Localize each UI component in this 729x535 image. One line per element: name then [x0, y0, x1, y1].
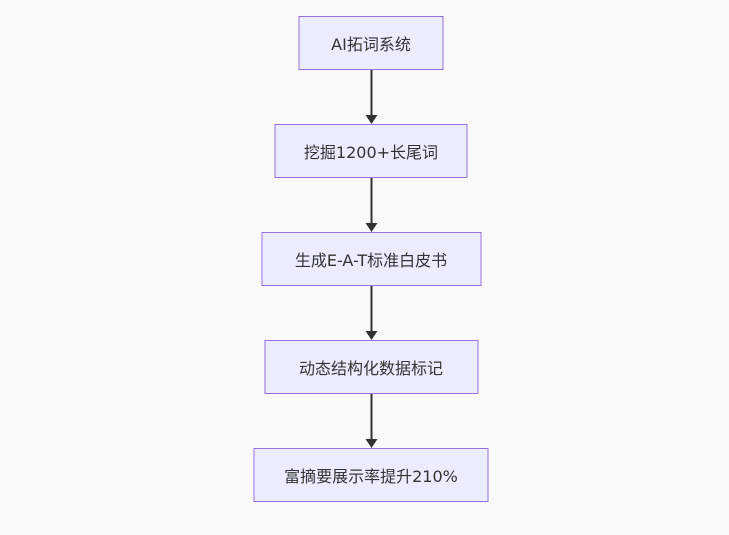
- edge-n2-n3: [365, 178, 377, 232]
- node-mine-longtail-keywords: 挖掘1200+长尾词: [274, 124, 468, 178]
- arrow-line: [370, 178, 372, 223]
- node-ai-word-expansion-system: AI拓词系统: [298, 16, 444, 70]
- node-rich-snippet-rate-increase: 富摘要展示率提升210%: [253, 448, 489, 502]
- node-generate-eat-whitepaper: 生成E-A-T标准白皮书: [261, 232, 481, 286]
- edge-n1-n2: [365, 70, 377, 124]
- node-label: 生成E-A-T标准白皮书: [294, 251, 448, 270]
- node-dynamic-structured-data-markup: 动态结构化数据标记: [264, 340, 478, 394]
- node-label: AI拓词系统: [331, 35, 411, 54]
- arrow-head-icon: [365, 331, 377, 340]
- arrow-line: [370, 286, 372, 331]
- arrow-line: [370, 70, 372, 115]
- flowchart: AI拓词系统 挖掘1200+长尾词 生成E-A-T标准白皮书 动态结构化数据标记: [253, 16, 489, 502]
- edge-n4-n5: [365, 394, 377, 448]
- arrow-head-icon: [365, 439, 377, 448]
- node-label: 富摘要展示率提升210%: [284, 467, 458, 486]
- arrow-head-icon: [365, 115, 377, 124]
- edge-n3-n4: [365, 286, 377, 340]
- arrow-head-icon: [365, 223, 377, 232]
- arrow-line: [370, 394, 372, 439]
- node-label: 挖掘1200+长尾词: [303, 143, 439, 162]
- node-label: 动态结构化数据标记: [298, 359, 443, 378]
